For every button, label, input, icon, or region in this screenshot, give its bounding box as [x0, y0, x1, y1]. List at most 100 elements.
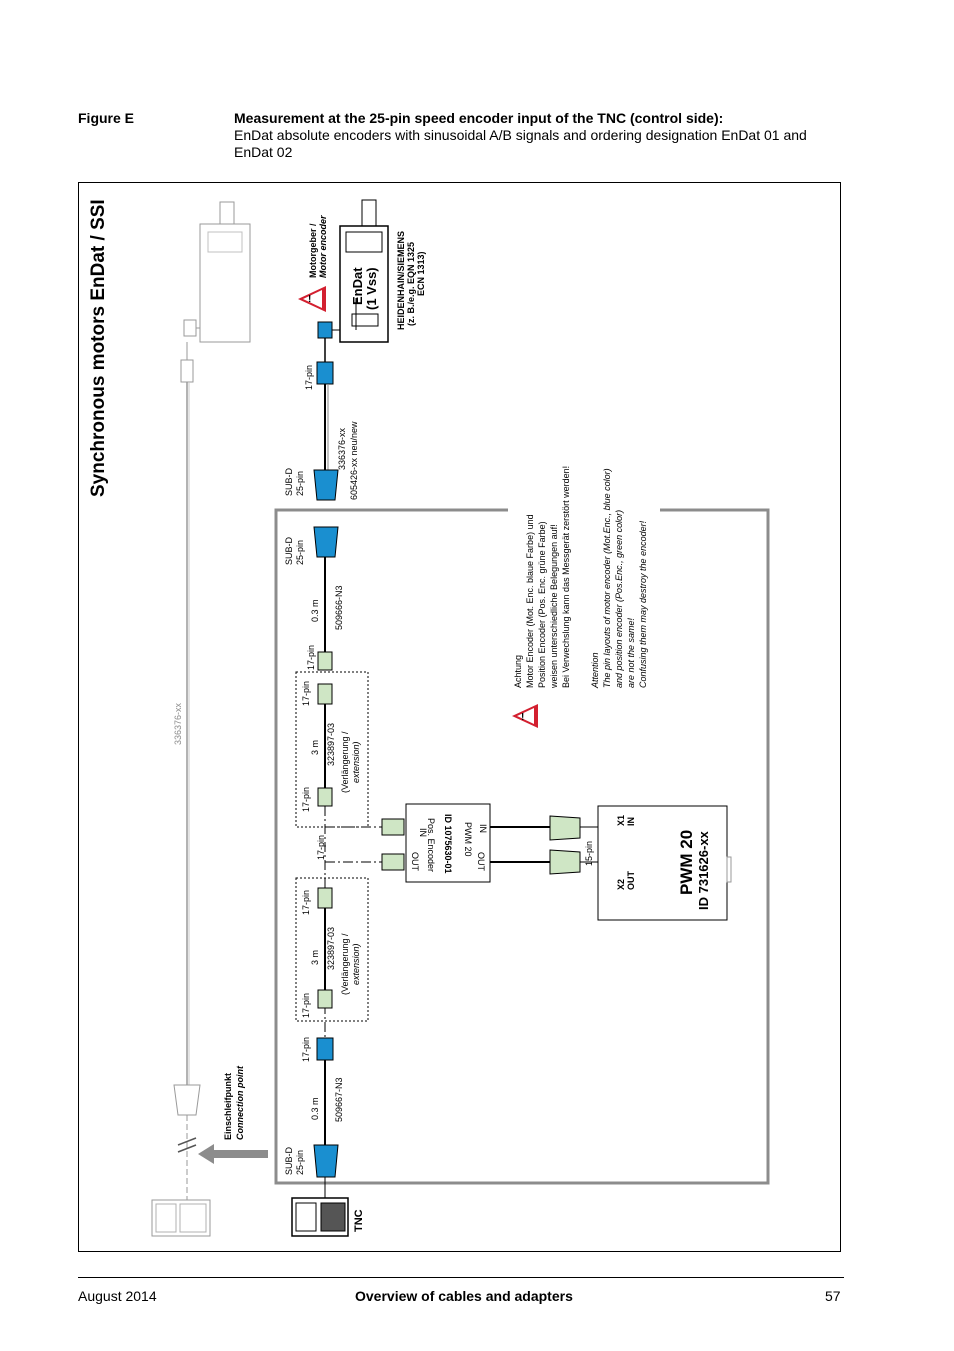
extension-box-lower: [295, 877, 369, 1022]
endat-label-1: EnDat: [350, 267, 365, 305]
warning-icon-top: !: [298, 286, 326, 312]
cable-336376: 336376-xx: [337, 427, 347, 470]
heidenhain-line-1: HEIDENHAIN/SIEMENS: [396, 231, 406, 330]
adapter-in-left: IN: [418, 828, 428, 837]
footer-date: August 2014: [78, 1288, 157, 1304]
cable-509667: 509667-N3: [334, 1077, 344, 1122]
connection-point-label-de: Einschleifpunkt: [223, 1073, 233, 1140]
encoder-plug-icon: [317, 321, 333, 339]
footer-section: Overview of cables and adapters: [355, 1288, 573, 1304]
cable-323897-upper: 323897-03: [326, 723, 336, 766]
adapter-box: [405, 803, 491, 883]
adapter-in-right: IN: [478, 824, 488, 833]
label-25pin-top: 25-pin: [295, 471, 305, 496]
label-17pin-c: 17-pin: [301, 787, 311, 812]
label-17pin-top: 17-pin: [304, 365, 314, 390]
warning-de-3: Position Encoder (Pos. Enc. grüne Farbe): [537, 521, 547, 688]
label-17pin-f: 17-pin: [301, 993, 311, 1018]
svg-text:!: !: [521, 712, 524, 723]
label-17pin-a: 17-pin: [306, 645, 316, 670]
grey-cable-label: 336376-xx: [173, 702, 183, 745]
warning-en-5: Confusing them may destroy the encoder!: [638, 520, 648, 688]
motor-encoder-label-de: Motorgeber /: [308, 223, 318, 278]
tnc-control-icon: [291, 1197, 349, 1237]
label-25pin-bottom: 25-pin: [295, 1150, 305, 1175]
warning-en-3: and position encoder (Pos.Enc., green co…: [614, 510, 624, 688]
pwm-x2-out: OUT: [626, 871, 636, 891]
diagram-frame: [78, 182, 841, 1252]
subd-connector-top: [313, 469, 339, 501]
label-subd-bottom: SUB-D: [284, 1146, 294, 1175]
warning-en-2: The pin layouts of motor encoder (Mot.En…: [602, 468, 612, 688]
label-15pin: 15-pin: [584, 841, 594, 866]
pwm-x1-label: X1: [616, 815, 626, 826]
label-17pin-b: 17-pin: [301, 681, 311, 706]
label-subd-top: SUB-D: [284, 467, 294, 496]
subd-connector-mid: [313, 526, 339, 558]
heidenhain-line-3: ECN 1313): [416, 251, 426, 296]
svg-text:!: !: [308, 294, 311, 305]
pwm-name: PWM 20: [677, 830, 696, 895]
warning-de-4: weisen unterschiedliche Belegungen auf!: [549, 524, 559, 689]
pwm-id: ID 731626-xx: [696, 830, 711, 910]
connector-17pin-b: [317, 683, 333, 705]
endat-label-2: (1 Vss): [364, 267, 379, 310]
diagram-heading: Synchronous motors EnDat / SSI: [88, 199, 109, 497]
extension-box-upper: [295, 671, 369, 828]
ext-en-lower: extension): [351, 943, 361, 985]
label-len-3-upper: 3 m: [310, 740, 320, 755]
grey-reference-chain: 336376-xx: [151, 201, 251, 1237]
figure-description: EnDat absolute encoders with sinusoidal …: [234, 127, 807, 160]
connector-17pin-g: [316, 1037, 334, 1061]
label-len-3-lower: 3 m: [310, 950, 320, 965]
pwm20-unit: [597, 805, 728, 921]
warning-en-1: Attention: [590, 652, 600, 689]
motor-encoder-label-en: Motor encoder: [318, 215, 328, 278]
cable-323897-lower: 323897-03: [326, 927, 336, 970]
pwm-plug-x1: [549, 815, 581, 841]
ext-de-lower: (Verlängerung /: [340, 933, 350, 995]
subd-connector-bottom: [313, 1144, 339, 1178]
connection-point-arrow: [198, 1144, 268, 1164]
pwm-x1-in: IN: [626, 817, 636, 826]
warning-de-5: Bei Verwechslung kann das Messgerät zers…: [561, 466, 571, 688]
warning-en-4: are not the same!: [626, 617, 636, 688]
label-len-03-upper: 0.3 m: [310, 599, 320, 622]
cable-509666: 509666-N3: [334, 585, 344, 630]
warning-icon-mid: !: [512, 704, 538, 728]
adapter-id: ID 1075630-01: [443, 814, 453, 874]
footer-page-number: 57: [825, 1288, 841, 1304]
adapter-out-right: OUT: [476, 852, 486, 872]
adapter-pwm: PWM 20: [463, 822, 473, 857]
label-subd-mid: SUB-D: [284, 536, 294, 565]
grey-tnc: [151, 1199, 211, 1237]
label-25pin-mid: 25-pin: [295, 540, 305, 565]
figure-label: Figure E: [78, 110, 135, 126]
ext-en-upper: extension): [351, 741, 361, 783]
warning-de-1: Achtung: [513, 655, 523, 688]
pwm-x2-label: X2: [616, 879, 626, 890]
connector-17pin-f: [317, 989, 333, 1009]
connector-17pin-c: [317, 787, 333, 807]
connector-17pin-a: [317, 651, 333, 671]
label-len-03-lower: 0.3 m: [310, 1097, 320, 1120]
footer-rule: [78, 1277, 844, 1278]
motor-encoder: EnDat (1 Vss): [317, 199, 389, 343]
adapter-out-left: OUT: [410, 852, 420, 872]
tnc-label: TNC: [353, 1209, 365, 1232]
figure-title: Measurement at the 25-pin speed encoder …: [234, 110, 724, 126]
connection-point-label-en: Connection point: [235, 1065, 245, 1140]
label-17pin-d: 17-pin: [316, 835, 326, 860]
warning-de-2: Motor Encoder (Mot. Enc. blaue Farbe) un…: [525, 514, 535, 688]
label-17pin-e: 17-pin: [301, 890, 311, 915]
test-setup-frame: [274, 508, 770, 1185]
heidenhain-line-2: (z. B./e.g. EQN 1325: [406, 242, 416, 326]
connector-17pin-top: [316, 361, 334, 385]
connector-17pin-e: [317, 887, 333, 909]
pwm-plug-x2: [549, 849, 581, 875]
adapter-plug-in: [381, 818, 405, 836]
adapter-pos-encoder: Pos. Encoder: [426, 818, 436, 872]
cable-605426: 605426-xx neu/new: [349, 421, 359, 500]
adapter-plug-out: [381, 853, 405, 871]
